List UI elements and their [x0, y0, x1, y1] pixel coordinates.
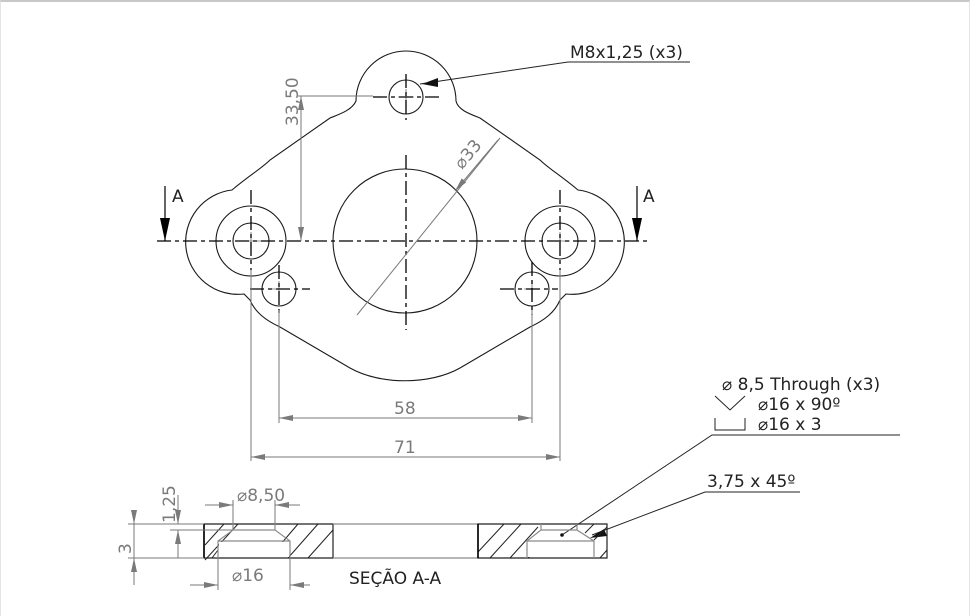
hole-callout-line2: ⌀16 x 90º: [758, 395, 840, 415]
chamfer-callout: 3,75 x 45º: [590, 472, 800, 538]
dim-inner-spacing-text: 58: [394, 399, 416, 419]
dim-center-bore: [356, 137, 501, 316]
dim-section-bottom-dia: [190, 558, 310, 590]
thread-callout-leader: [419, 61, 690, 87]
dim-section-thickness-text: 3: [116, 543, 136, 554]
dim-outer-spacing-text: 71: [394, 438, 416, 458]
thread-callout: M8x1,25 (x3): [570, 43, 683, 63]
dim-section-depth: [170, 495, 233, 558]
section-right-cavity: [526, 524, 595, 558]
section-label-right: A: [643, 187, 655, 207]
dim-center-bore-text: ⌀33: [451, 136, 487, 173]
countersink-icon: [714, 395, 746, 411]
dim-section-top-dia: [205, 500, 300, 524]
dim-inner-spacing: [278, 310, 533, 423]
top-view: A A 33,50 ⌀33 M8x1,25 (x3): [157, 43, 690, 461]
dim-section-top-dia-text: ⌀8,50: [237, 486, 285, 506]
hole-callout-line1: ⌀ 8,5 Through (x3): [722, 375, 880, 395]
dim-outer-spacing: [250, 270, 561, 461]
flange-outline: [185, 50, 625, 382]
hole-callout: ⌀ 8,5 Through (x3) ⌀16 x 90º ⌀16 x 3: [560, 375, 900, 537]
dim-height-text: 33,50: [283, 77, 303, 126]
dim-section-depth-text: 1,25: [160, 485, 180, 523]
chamfer-callout-text: 3,75 x 45º: [707, 472, 795, 492]
dim-section-thickness: [128, 510, 204, 585]
counterbore-icon: [714, 418, 746, 431]
dim-height: [298, 95, 373, 241]
section-arrow-right: [632, 186, 642, 241]
section-left-cavity: [217, 524, 291, 558]
section-arrow-left: [160, 186, 170, 241]
section-title: SEÇÃO A-A: [349, 567, 442, 589]
hole-callout-line3: ⌀16 x 3: [758, 415, 822, 435]
dim-section-bottom-dia-text: ⌀16: [232, 566, 264, 586]
center-lines: [157, 74, 648, 330]
section-label-left: A: [172, 187, 184, 207]
section-view: ⌀8,50 ⌀16 1,25 3 SEÇÃO A-A: [116, 485, 608, 590]
